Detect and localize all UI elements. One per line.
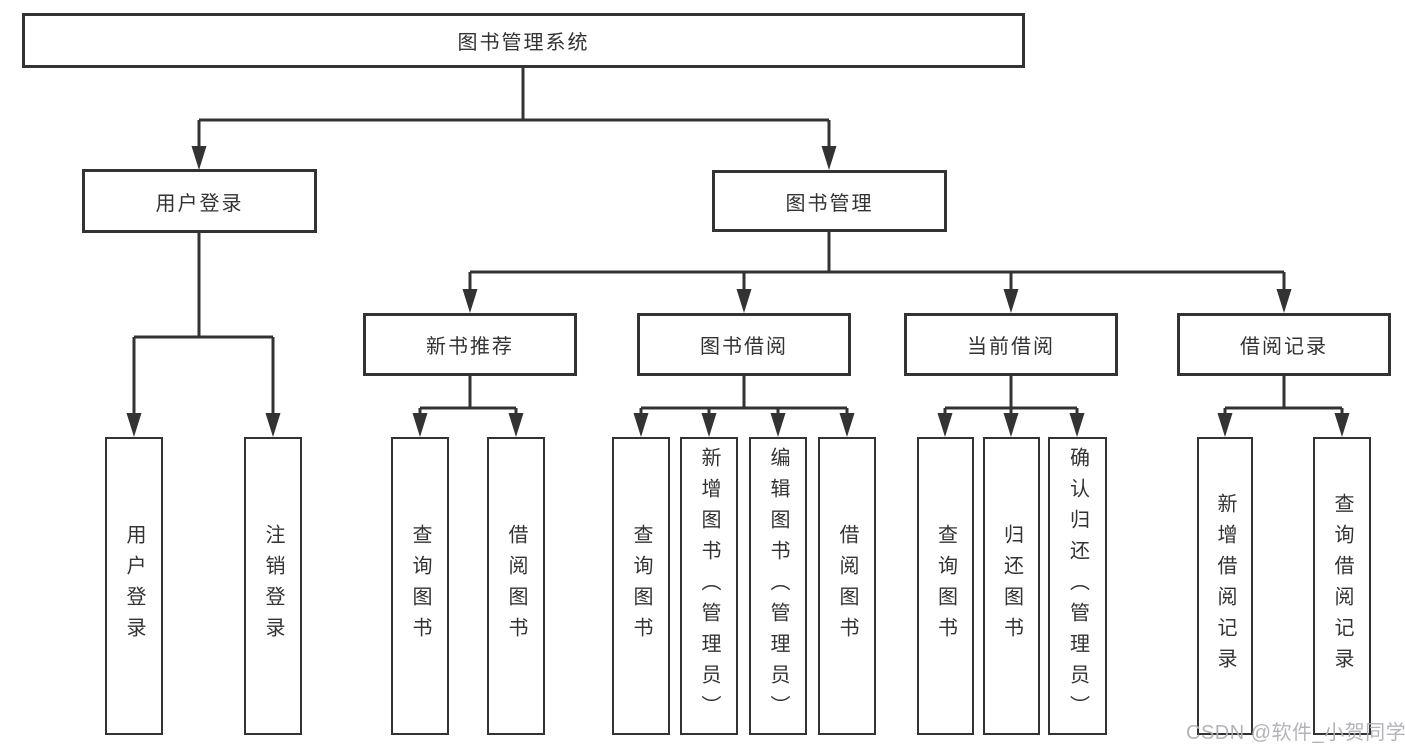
leaf-label: 确认归还（管理员） [1066, 446, 1089, 726]
leaf-label: 新增图书（管理员） [698, 446, 720, 726]
arrowhead [1217, 413, 1233, 437]
node-borrow-records: 借阅记录 [1177, 313, 1391, 376]
leaf-label: 新增借阅记录 [1214, 493, 1236, 679]
leaf-label: 查询借阅记录 [1331, 493, 1353, 679]
leaf-label: 编辑图书（管理员） [767, 446, 789, 726]
leaf-label: 归还图书 [1000, 524, 1023, 648]
node-book-borrow: 图书借阅 [637, 313, 851, 376]
arrowhead [126, 413, 142, 437]
arrowhead [265, 413, 281, 437]
arrowhead [937, 413, 953, 437]
leaf-borrow-add-book-admin: 新增图书（管理员） [680, 437, 738, 735]
arrowhead [701, 413, 717, 437]
arrowhead [412, 413, 428, 437]
arrowhead [1003, 289, 1019, 313]
leaf-label: 查询图书 [934, 524, 957, 648]
leaf-label: 用户登录 [123, 524, 145, 648]
arrowhead [839, 413, 855, 437]
leaf-label: 借阅图书 [505, 524, 527, 648]
arrowhead [191, 146, 207, 170]
node-root: 图书管理系统 [22, 13, 1025, 68]
csdn-watermark: CSDN @软件_小贺同学 [1186, 722, 1405, 744]
leaf-current-confirm-return-admin: 确认归还（管理员） [1048, 437, 1107, 735]
leaf-current-return-book: 归还图书 [983, 437, 1040, 735]
arrowhead [633, 413, 649, 437]
leaf-borrow-edit-book-admin: 编辑图书（管理员） [749, 437, 807, 735]
leaf-current-query-book: 查询图书 [917, 437, 974, 735]
node-user-login: 用户登录 [82, 169, 317, 233]
arrowhead [1276, 289, 1292, 313]
arrowhead [508, 413, 524, 437]
arrowhead [736, 289, 752, 313]
arrowhead [821, 146, 837, 170]
leaf-label: 查询图书 [409, 524, 431, 648]
leaf-borrow-query-book: 查询图书 [612, 437, 670, 735]
leaf-logout: 注销登录 [244, 437, 302, 735]
arrowhead [770, 413, 786, 437]
leaf-user-login: 用户登录 [105, 437, 163, 735]
arrowhead [1069, 413, 1085, 437]
node-book-management: 图书管理 [712, 170, 947, 232]
arrowhead [1003, 413, 1019, 437]
leaf-borrow-borrow-book: 借阅图书 [818, 437, 876, 735]
leaf-newbooks-query-book: 查询图书 [391, 437, 449, 735]
leaf-label: 借阅图书 [836, 524, 858, 648]
node-new-book-recommend: 新书推荐 [363, 313, 577, 376]
arrowhead [1334, 413, 1350, 437]
leaf-records-query-record: 查询借阅记录 [1313, 437, 1371, 735]
leaf-newbooks-borrow-book: 借阅图书 [487, 437, 545, 735]
leaf-label: 注销登录 [262, 524, 284, 648]
arrowhead [462, 289, 478, 313]
leaf-records-add-record: 新增借阅记录 [1197, 437, 1253, 735]
node-current-borrow: 当前借阅 [904, 313, 1118, 376]
leaf-label: 查询图书 [630, 524, 652, 648]
